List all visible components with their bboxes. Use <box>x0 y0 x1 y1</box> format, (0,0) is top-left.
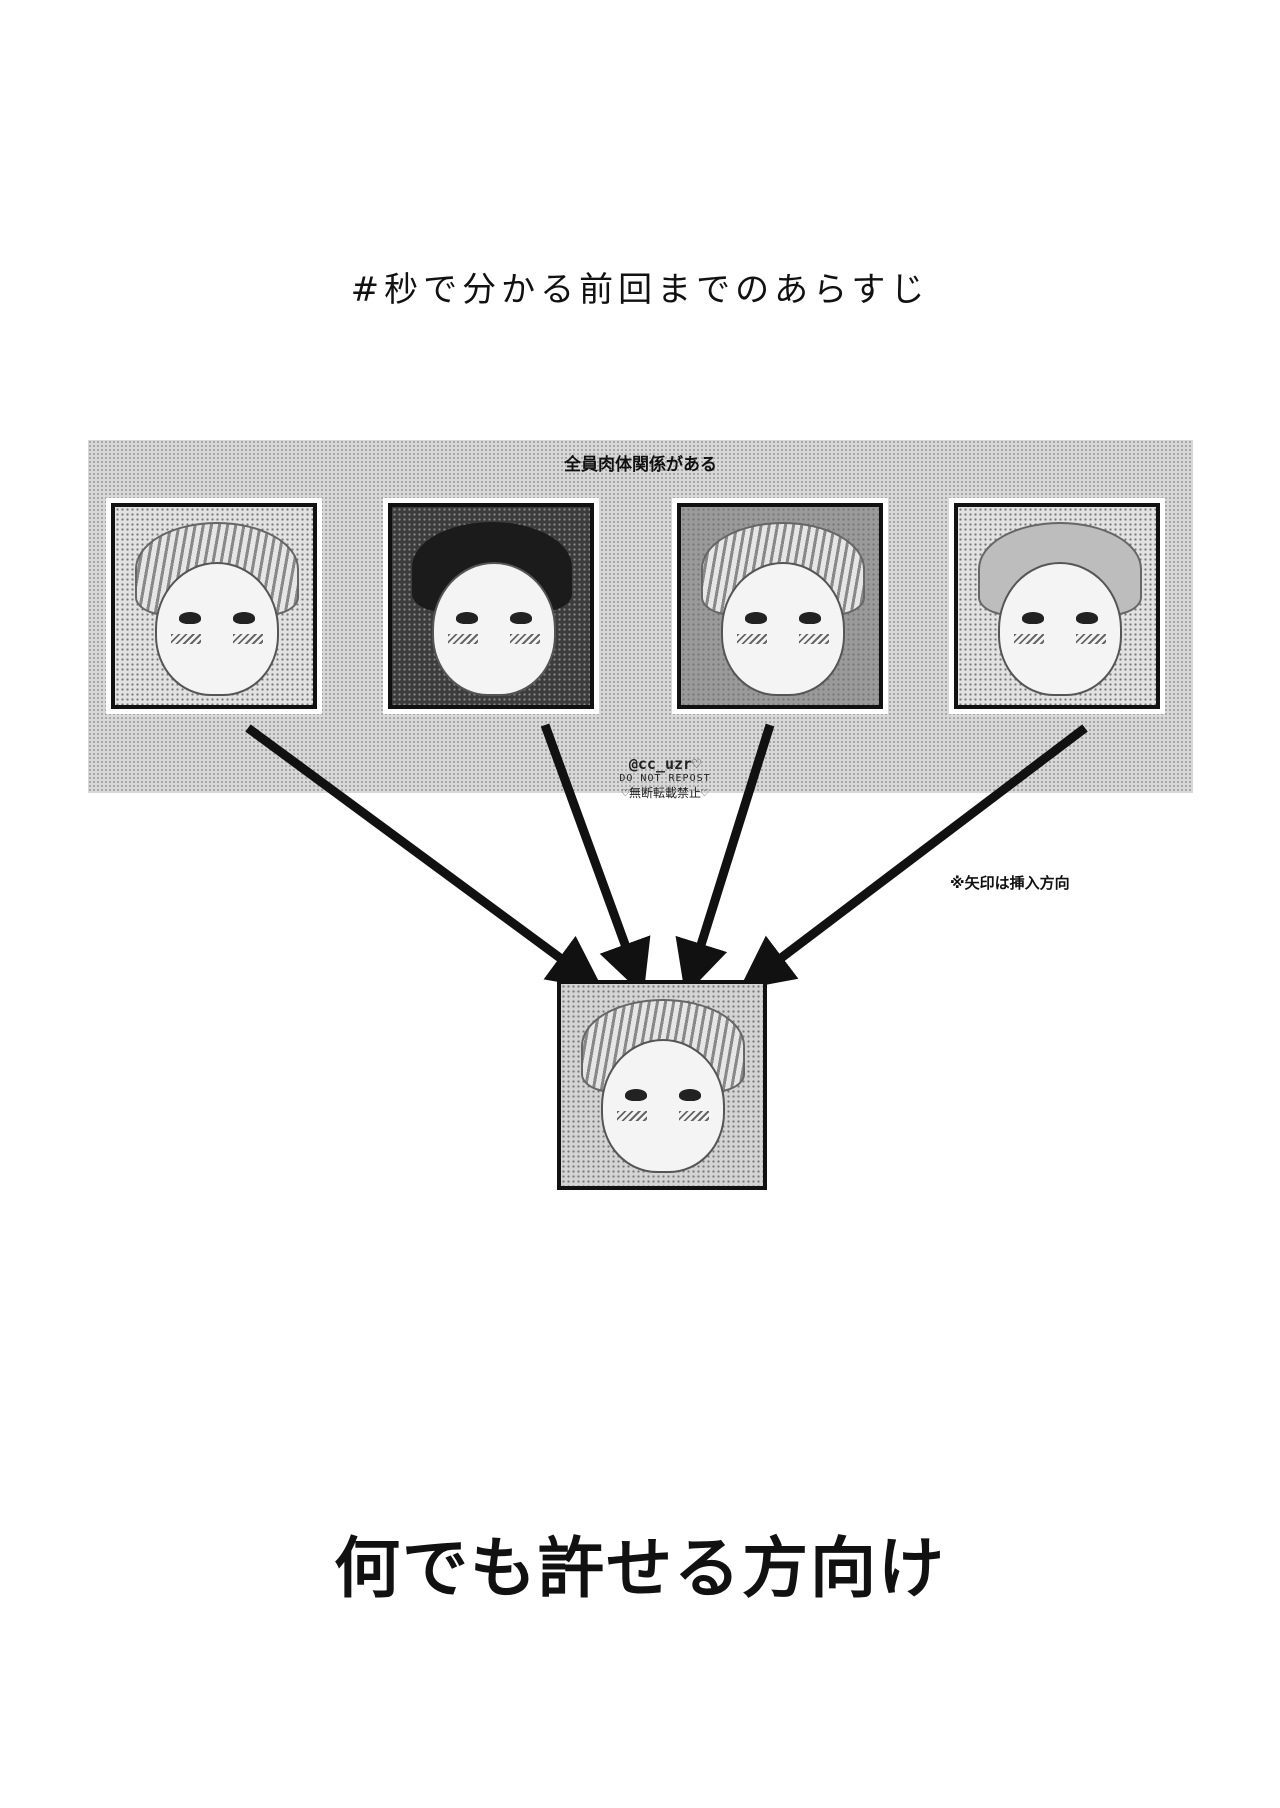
arrow-4 <box>739 724 1088 990</box>
character-panel-2 <box>383 498 599 714</box>
arrow-3 <box>675 723 775 996</box>
character-face <box>721 562 845 696</box>
credit-no-repost: DO NOT REPOST <box>619 773 711 784</box>
character-face <box>432 562 556 696</box>
arrow-2 <box>540 723 651 996</box>
band-label: 全員肉体関係がある <box>564 455 717 475</box>
arrow-1 <box>245 724 604 990</box>
arrow-note: ※矢印は挿入方向 <box>950 874 1070 892</box>
character-face <box>601 1039 725 1173</box>
credit-watermark: @cc_uzr♡ DO NOT REPOST ♡無断転載禁止♡ <box>585 755 745 801</box>
character-face <box>998 562 1122 696</box>
target-character-panel <box>557 980 767 1190</box>
audience-warning: 何でも許せる方向け <box>334 1530 946 1607</box>
character-panel-3 <box>672 498 888 714</box>
character-panel-4 <box>949 498 1165 714</box>
page-title: #秒で分かる前回までのあらすじ <box>350 270 930 310</box>
credit-kinshi: ♡無断転載禁止♡ <box>621 786 709 800</box>
credit-handle: @cc_uzr♡ <box>628 755 702 773</box>
character-panel-1 <box>106 498 322 714</box>
character-face <box>155 562 279 696</box>
